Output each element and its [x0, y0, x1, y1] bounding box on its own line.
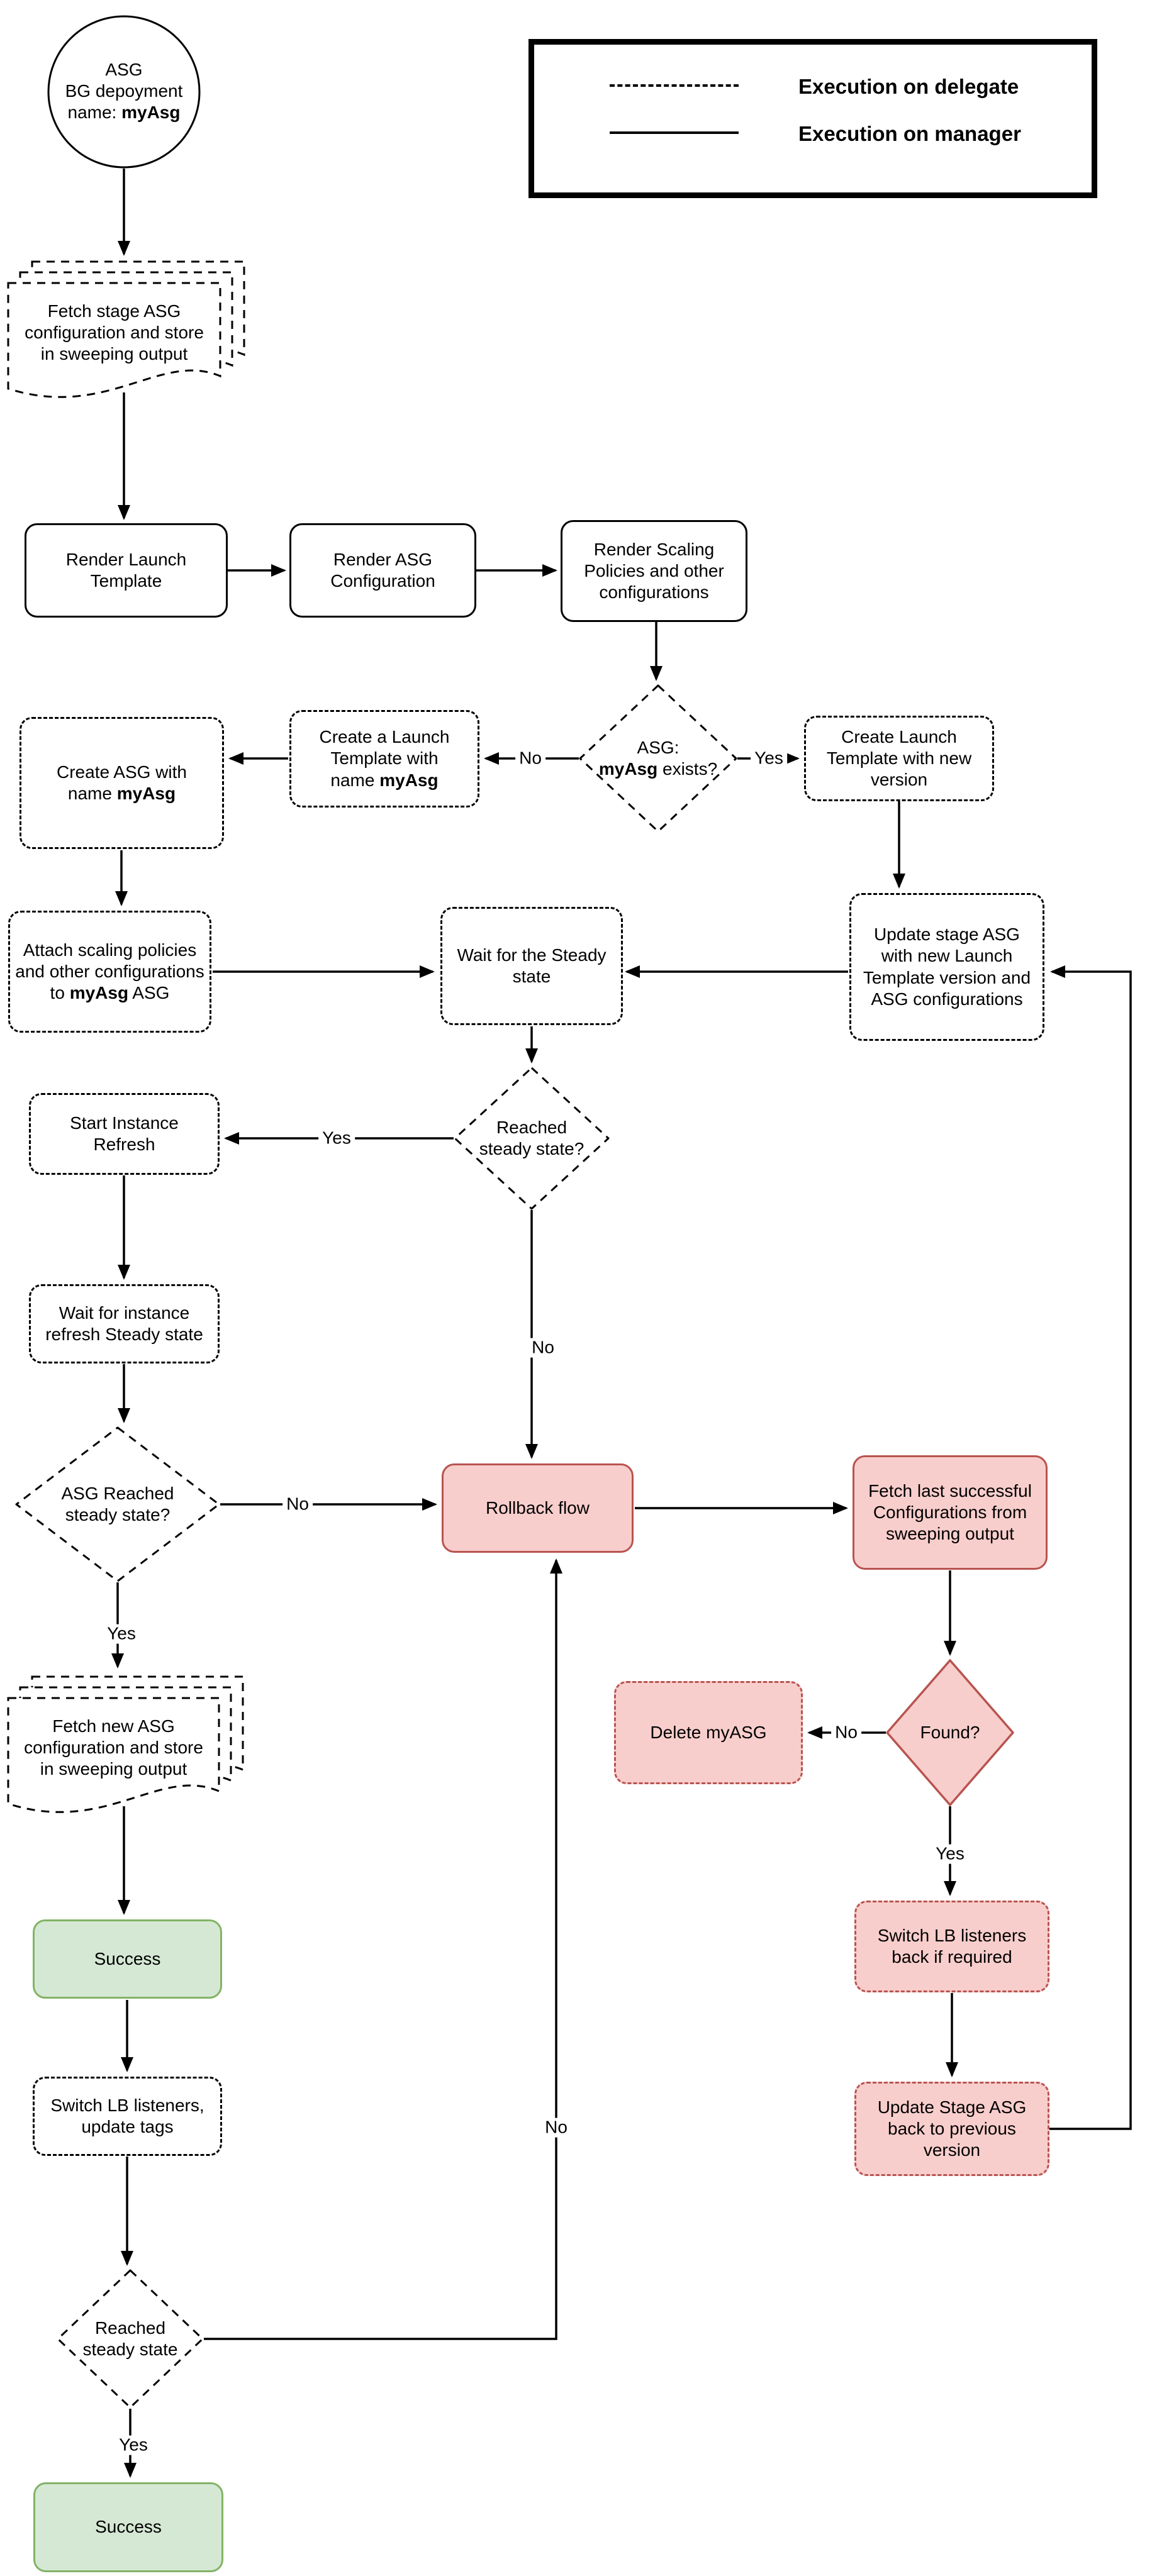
reached-steady-diamond-shape	[454, 1067, 610, 1210]
reached-steady-bottom-diamond-shape	[57, 2269, 204, 2409]
node-text: Rollback flow	[486, 1497, 590, 1518]
edge-label-asg-exists-no: No	[515, 748, 545, 769]
edge-label-asg-reached-yes: Yes	[103, 1624, 140, 1644]
edge-label-found-yes: Yes	[932, 1844, 968, 1864]
node-text: Success	[94, 1948, 161, 1968]
node-text: Delete myASG	[650, 1722, 767, 1742]
start-node-name-line: name: myAsg	[67, 103, 181, 123]
create-asg-node: Create ASG with name myAsg	[20, 717, 224, 849]
legend-box: Execution on delegate Execution on manag…	[528, 39, 1097, 198]
success-bottom-node: Success	[33, 2482, 223, 2572]
edge-label-bottom-loop-no: No	[541, 2118, 571, 2138]
edge-update-back-loop	[1049, 965, 1132, 2130]
legend-delegate-label: Execution on delegate	[798, 75, 1019, 98]
asg-reached-steady-diamond-shape	[15, 1426, 220, 1582]
found-diamond-node: Found?	[887, 1691, 1013, 1774]
found-diamond-shape	[886, 1659, 1014, 1806]
node-text: Create ASG with	[57, 762, 187, 782]
rollback-flow-node: Rollback flow	[442, 1463, 634, 1553]
legend-dashed-line-sample	[610, 84, 739, 87]
edge-label-reached-yes: Yes	[318, 1128, 355, 1148]
success-mid-node: Success	[33, 1919, 222, 1999]
asg-exists-diamond-shape	[579, 684, 737, 833]
fetch-stage-document-shape	[7, 260, 245, 398]
diamond-text: Found?	[920, 1722, 980, 1742]
edge-reached-bottom-no-loop	[204, 1558, 562, 2340]
legend-solid-line-sample	[610, 131, 739, 134]
edge-label-found-no: No	[831, 1723, 861, 1743]
edge-label-bottom-yes: Yes	[115, 2435, 152, 2455]
switch-lb-listeners-tags-node: Switch LB listeners,update tags	[33, 2077, 222, 2156]
edge-label-asg-reached-no: No	[282, 1494, 313, 1514]
node-text-bold-line: to myAsg ASG	[50, 983, 170, 1003]
diamond-text-line2: myAsg exists?	[598, 759, 718, 779]
edge-label-reached-no: No	[528, 1338, 558, 1358]
start-circle-shape	[47, 15, 201, 169]
edge-label-asg-exists-yes: Yes	[751, 748, 787, 769]
node-text-bold-line: name myAsg	[330, 770, 439, 790]
asg-exists-diamond-node: ASG: myAsg exists?	[580, 717, 736, 800]
fetch-new-document-shape	[7, 1675, 244, 1813]
delete-myasg-node: Delete myASG	[614, 1681, 803, 1784]
node-text-bold-line: name myAsg	[67, 784, 176, 803]
node-text: Success	[95, 2517, 162, 2537]
legend-manager-label: Execution on manager	[798, 122, 1021, 145]
diamond-text-line1: ASG:	[637, 737, 679, 757]
node-text: Switch LB listeners,update tags	[50, 2095, 204, 2136]
